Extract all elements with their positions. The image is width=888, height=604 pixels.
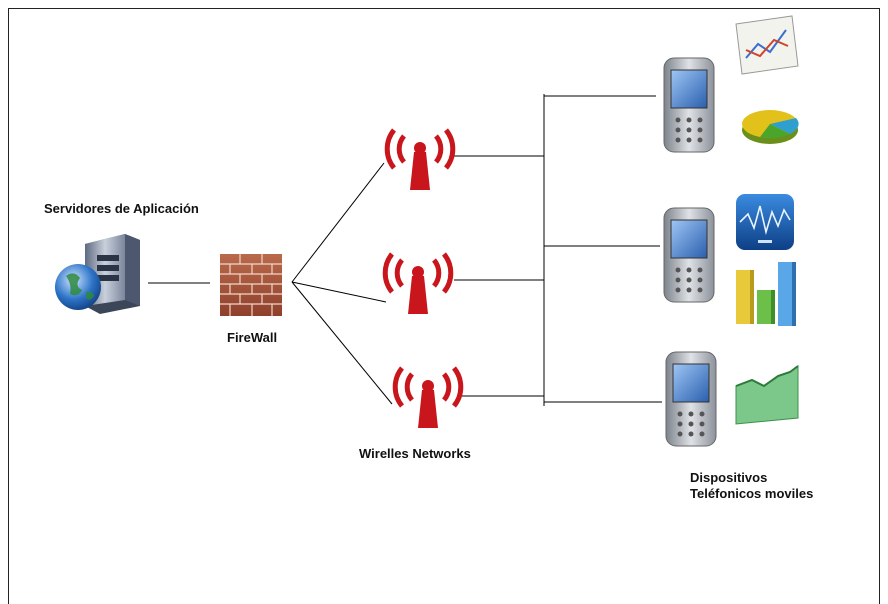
bar-chart-app-icon	[736, 262, 796, 326]
wireless-networks-label: Wirelles Networks	[359, 446, 471, 461]
smartphone-icon	[663, 207, 715, 303]
firewall-antenna1-link	[291, 162, 385, 283]
connection-lines	[148, 94, 662, 406]
firewall-label: FireWall	[227, 330, 278, 345]
servers-label: Servidores de Aplicación	[44, 201, 199, 216]
brick-wall-icon	[220, 254, 282, 316]
wireless-antenna-icon	[392, 366, 464, 428]
diagram-frame	[8, 8, 880, 604]
wireless-antenna-icon	[382, 252, 454, 314]
devices-label-line2: Teléfonicos moviles	[690, 486, 814, 501]
wireless-antenna-icon	[384, 128, 456, 190]
devices-label-line1: Dispositivos	[690, 470, 768, 485]
smartphone-icon	[665, 351, 717, 447]
smartphone-icon	[663, 57, 715, 153]
pie-chart-app-icon	[742, 110, 799, 144]
firewall-antenna2-link	[291, 281, 387, 303]
firewall-antenna3-link	[291, 281, 393, 405]
waveform-app-icon	[736, 194, 794, 250]
line-chart-app-icon	[735, 15, 799, 75]
area-chart-app-icon	[735, 365, 799, 425]
server-globe-icon	[55, 234, 140, 314]
